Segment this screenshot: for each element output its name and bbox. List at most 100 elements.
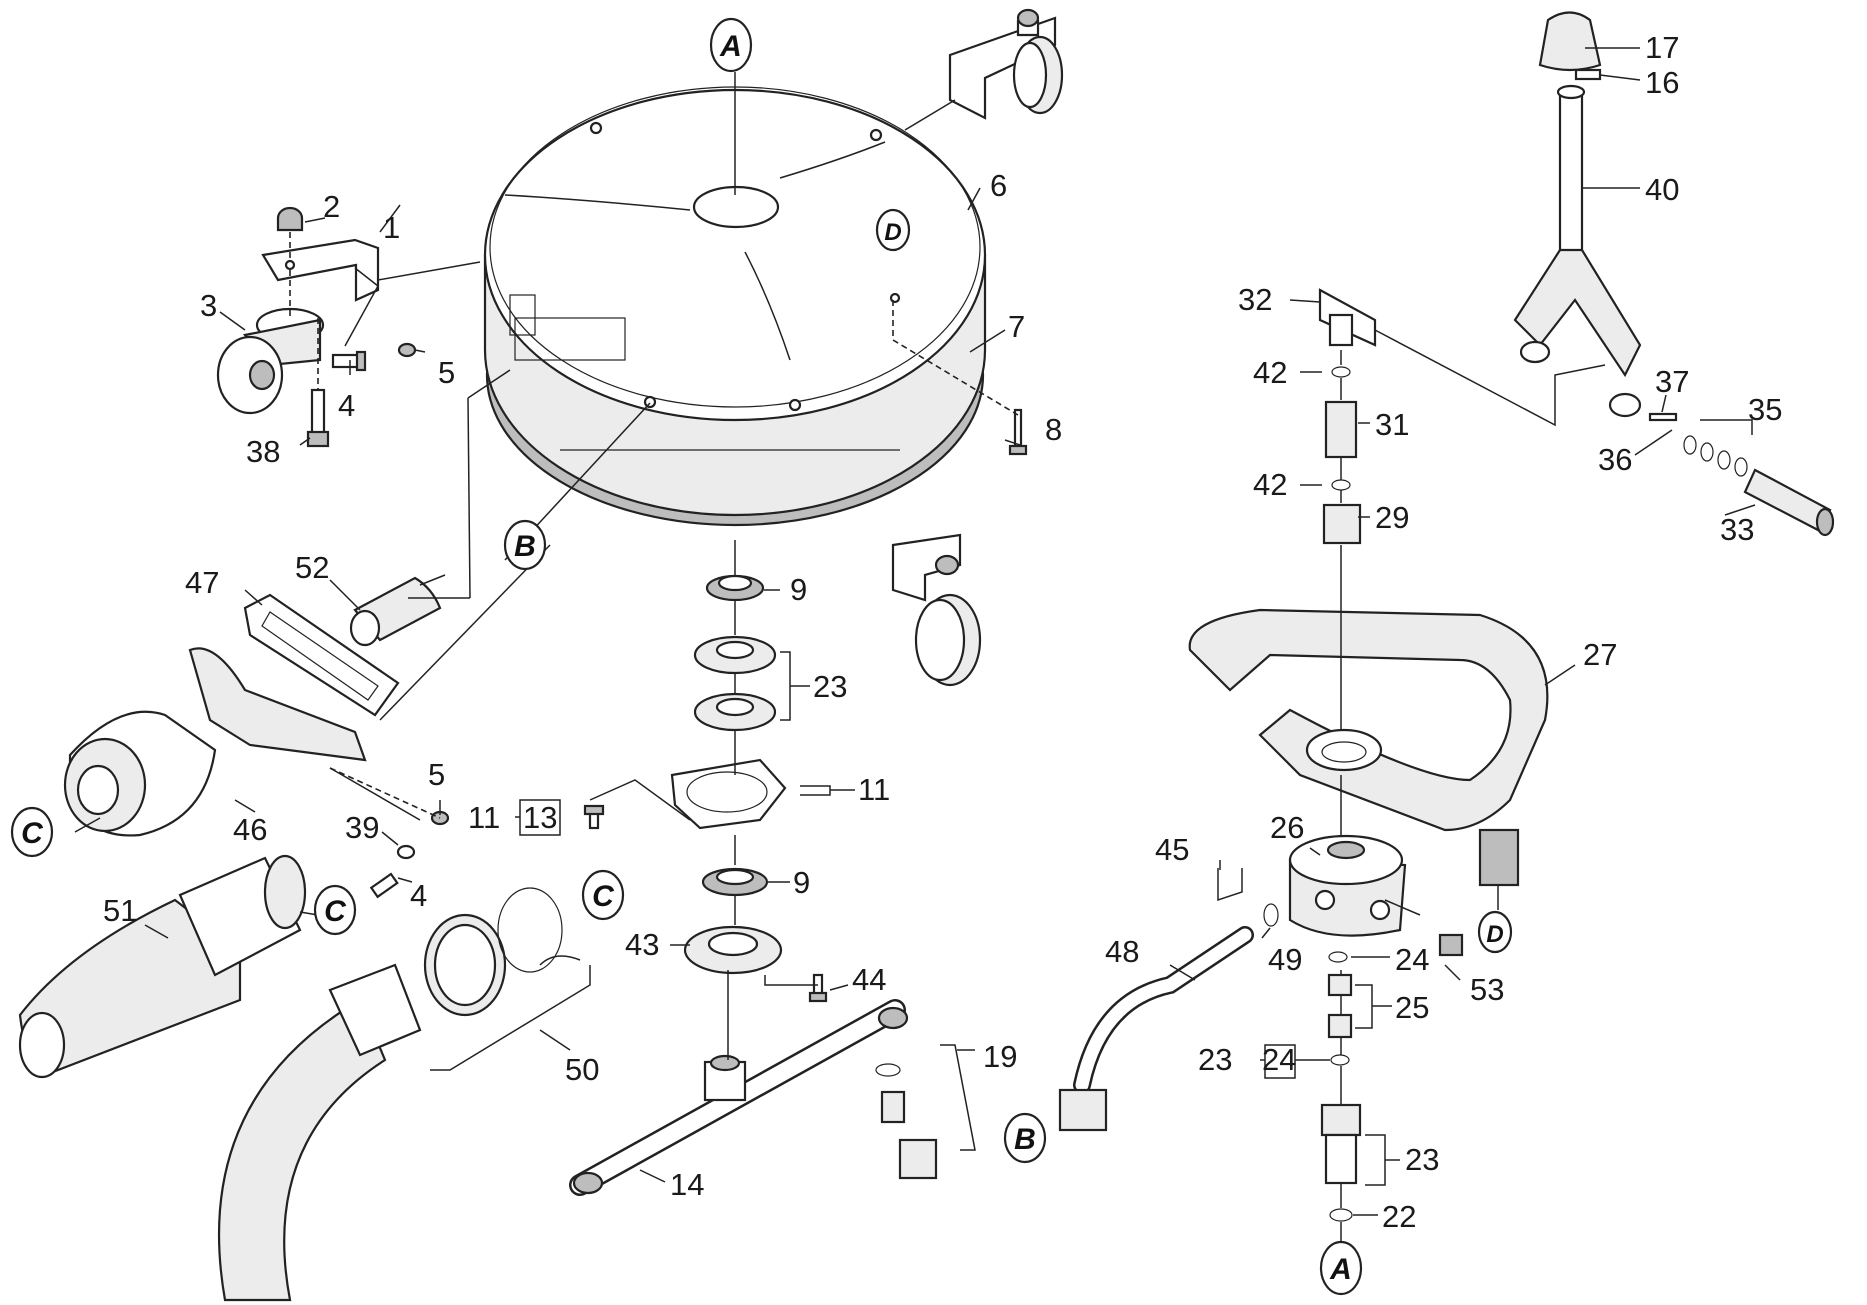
label-part-9-top: 9 <box>790 572 807 607</box>
nipple-31 <box>1324 400 1358 459</box>
oring-24-a <box>1328 951 1348 963</box>
label-part-23-bearings: 23 <box>813 669 847 704</box>
leader-lines <box>74 47 1756 1245</box>
wheel-bracket-top <box>948 8 1064 120</box>
label-part-11-right: 11 <box>858 772 890 807</box>
column-40 <box>1513 84 1642 418</box>
nozzle-set-19 <box>875 1063 938 1180</box>
handle-frame-27 <box>1188 608 1549 887</box>
label-part-39: 39 <box>345 810 379 845</box>
label-part-24-boxed: 24 <box>1262 1042 1296 1077</box>
marker-a-top: A <box>709 17 753 73</box>
screw-4 <box>331 350 367 372</box>
label-part-4-lower: 4 <box>410 878 427 913</box>
bearing-23-a <box>693 635 777 675</box>
label-part-23-boxed: 23 <box>1198 1042 1232 1077</box>
label-part-45: 45 <box>1155 832 1189 867</box>
label-part-22: 22 <box>1382 1199 1416 1234</box>
screw-4-lower <box>369 872 399 899</box>
label-part-26: 26 <box>1270 810 1304 845</box>
label-part-14: 14 <box>670 1167 704 1202</box>
label-part-42-upper: 42 <box>1253 355 1287 390</box>
grip-52 <box>349 576 442 647</box>
cap-nut-2 <box>276 206 304 232</box>
connector-23 <box>1320 1103 1362 1185</box>
label-part-27: 27 <box>1583 637 1617 672</box>
label-part-5: 5 <box>438 355 455 390</box>
label-part-50: 50 <box>565 1052 599 1087</box>
oring-42-b <box>1331 479 1351 491</box>
marker-c-hose-50: C <box>581 869 625 921</box>
bracket-1 <box>261 238 380 302</box>
hose-48 <box>1058 926 1254 1132</box>
label-part-5-lower: 5 <box>428 757 445 792</box>
label-part-24-upper: 24 <box>1395 942 1429 977</box>
oring-49 <box>1263 903 1279 927</box>
marker-d-handle-letter: D <box>1486 921 1503 948</box>
label-part-48: 48 <box>1105 934 1139 969</box>
oring-42-a <box>1331 366 1351 378</box>
pin-37 <box>1648 412 1678 422</box>
hose-50 <box>218 887 563 1302</box>
label-part-33: 33 <box>1720 512 1754 547</box>
seal-9-bottom <box>701 867 769 897</box>
label-part-23-lower: 23 <box>1405 1142 1439 1177</box>
marker-a-bottom-letter: A <box>1329 1253 1352 1286</box>
seal-9-top <box>705 574 765 602</box>
marker-a-bottom: A <box>1319 1240 1363 1296</box>
spray-arm-14 <box>569 999 909 1196</box>
marker-c-handle: C <box>10 806 54 858</box>
label-part-37: 37 <box>1655 364 1689 399</box>
marker-b-right-letter: B <box>1014 1123 1036 1156</box>
label-part-4: 4 <box>338 388 355 423</box>
marker-d-handle: D <box>1477 910 1513 954</box>
label-part-49: 49 <box>1268 942 1302 977</box>
marker-c-hose-51: C <box>313 884 357 936</box>
label-part-25: 25 <box>1395 990 1429 1025</box>
label-part-35: 35 <box>1748 392 1782 427</box>
caster-3 <box>216 307 325 415</box>
label-part-53: 53 <box>1470 972 1504 1007</box>
flange-11 <box>670 758 787 830</box>
plug-53 <box>1438 933 1464 957</box>
bearing-23-b <box>693 692 777 732</box>
clip-45 <box>1217 868 1243 902</box>
label-part-44: 44 <box>852 962 886 997</box>
label-part-47: 47 <box>185 565 219 600</box>
label-part-31: 31 <box>1375 407 1409 442</box>
label-part-40: 40 <box>1645 172 1679 207</box>
label-part-52: 52 <box>295 550 329 585</box>
label-part-7: 7 <box>1008 309 1025 344</box>
screw-44 <box>808 973 828 1003</box>
label-part-9-bottom: 9 <box>793 865 810 900</box>
washer-39 <box>396 844 416 860</box>
label-part-32: 32 <box>1238 282 1272 317</box>
caster-screw-8 <box>1008 408 1028 456</box>
label-part-42-lower: 42 <box>1253 467 1287 502</box>
label-part-2: 2 <box>323 189 340 224</box>
label-part-13: 13 <box>523 800 557 835</box>
marker-b-left-letter: B <box>514 530 536 563</box>
shaft-33 <box>1743 468 1835 537</box>
label-part-11-left: 11 <box>468 800 500 835</box>
label-part-1: 1 <box>383 210 400 245</box>
pin-16 <box>1574 68 1602 81</box>
label-part-43: 43 <box>625 927 659 962</box>
reference-markers: A A B B C C C D <box>10 17 1513 1296</box>
label-part-19: 19 <box>983 1039 1017 1074</box>
label-part-16: 16 <box>1645 65 1679 100</box>
label-part-29: 29 <box>1375 500 1409 535</box>
nut-29 <box>1322 503 1362 545</box>
screw-13 <box>583 804 605 830</box>
bolt-38 <box>306 388 330 448</box>
frame-47 <box>243 593 400 717</box>
tee-32 <box>1318 288 1377 347</box>
marker-b-left: B <box>503 519 547 571</box>
wheel-bracket-lower <box>891 533 982 687</box>
label-part-38: 38 <box>246 434 280 469</box>
label-part-6: 6 <box>990 168 1007 203</box>
label-part-17: 17 <box>1645 30 1679 65</box>
marker-c-hose-50-letter: C <box>592 880 615 913</box>
label-part-51: 51 <box>103 893 137 928</box>
